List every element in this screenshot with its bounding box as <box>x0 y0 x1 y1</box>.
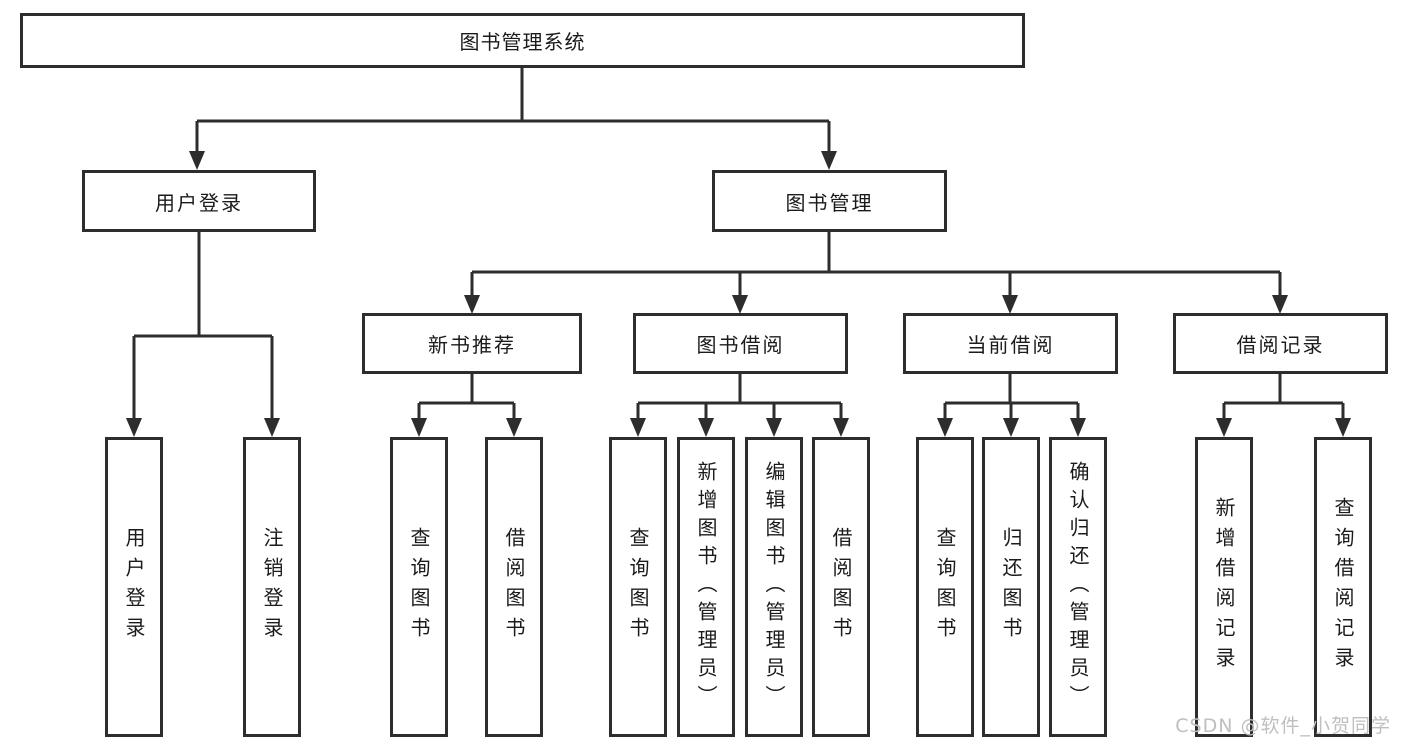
node-leaf-query-borrow-record: 查询借阅记录 <box>1314 437 1372 737</box>
node-leaf-borrow-books-2-label: 借阅图书 <box>829 527 853 647</box>
node-leaf-add-borrow-record-label: 新增借阅记录 <box>1212 497 1236 677</box>
node-leaf-add-book-admin-label: 新增图书（管理员） <box>694 461 718 713</box>
node-leaf-return-book: 归还图书 <box>982 437 1040 737</box>
node-user-login: 用户登录 <box>82 170 316 232</box>
node-leaf-query-books-1: 查询图书 <box>390 437 448 737</box>
node-book-borrow: 图书借阅 <box>633 313 848 374</box>
node-leaf-logout-label: 注销登录 <box>260 527 284 647</box>
node-leaf-query-books-3-label: 查询图书 <box>933 527 957 647</box>
node-leaf-query-books-1-label: 查询图书 <box>407 527 431 647</box>
node-book-management-label: 图书管理 <box>785 190 874 215</box>
node-new-book-recommend-label: 新书推荐 <box>428 333 516 357</box>
node-root: 图书管理系统 <box>20 13 1025 68</box>
node-new-book-recommend: 新书推荐 <box>362 313 582 374</box>
node-leaf-query-books-2: 查询图书 <box>609 437 667 737</box>
node-leaf-logout: 注销登录 <box>243 437 301 737</box>
node-leaf-edit-book-admin: 编辑图书（管理员） <box>745 437 803 737</box>
node-leaf-add-book-admin: 新增图书（管理员） <box>677 437 735 737</box>
node-leaf-query-books-2-label: 查询图书 <box>626 527 650 647</box>
node-leaf-confirm-return-admin-label: 确认归还（管理员） <box>1066 461 1090 713</box>
node-book-borrow-label: 图书借阅 <box>696 333 785 357</box>
node-leaf-user-login: 用户登录 <box>105 437 163 737</box>
node-borrow-records-label: 借阅记录 <box>1236 333 1325 357</box>
node-user-login-label: 用户登录 <box>155 190 243 215</box>
node-current-borrow: 当前借阅 <box>903 313 1118 374</box>
node-leaf-borrow-books-1: 借阅图书 <box>485 437 543 737</box>
node-book-management: 图书管理 <box>712 170 947 232</box>
node-leaf-add-borrow-record: 新增借阅记录 <box>1195 437 1253 737</box>
node-leaf-query-books-3: 查询图书 <box>916 437 974 737</box>
node-current-borrow-label: 当前借阅 <box>966 333 1055 357</box>
node-leaf-return-book-label: 归还图书 <box>999 527 1023 647</box>
node-borrow-records: 借阅记录 <box>1173 313 1388 374</box>
node-leaf-confirm-return-admin: 确认归还（管理员） <box>1049 437 1107 737</box>
node-leaf-borrow-books-2: 借阅图书 <box>812 437 870 737</box>
node-root-label: 图书管理系统 <box>459 30 586 54</box>
node-leaf-edit-book-admin-label: 编辑图书（管理员） <box>762 461 786 713</box>
node-leaf-borrow-books-1-label: 借阅图书 <box>502 527 526 647</box>
node-leaf-user-login-label: 用户登录 <box>122 527 146 647</box>
watermark: CSDN @软件_小贺同学 <box>1175 715 1391 737</box>
node-leaf-query-borrow-record-label: 查询借阅记录 <box>1331 497 1355 677</box>
